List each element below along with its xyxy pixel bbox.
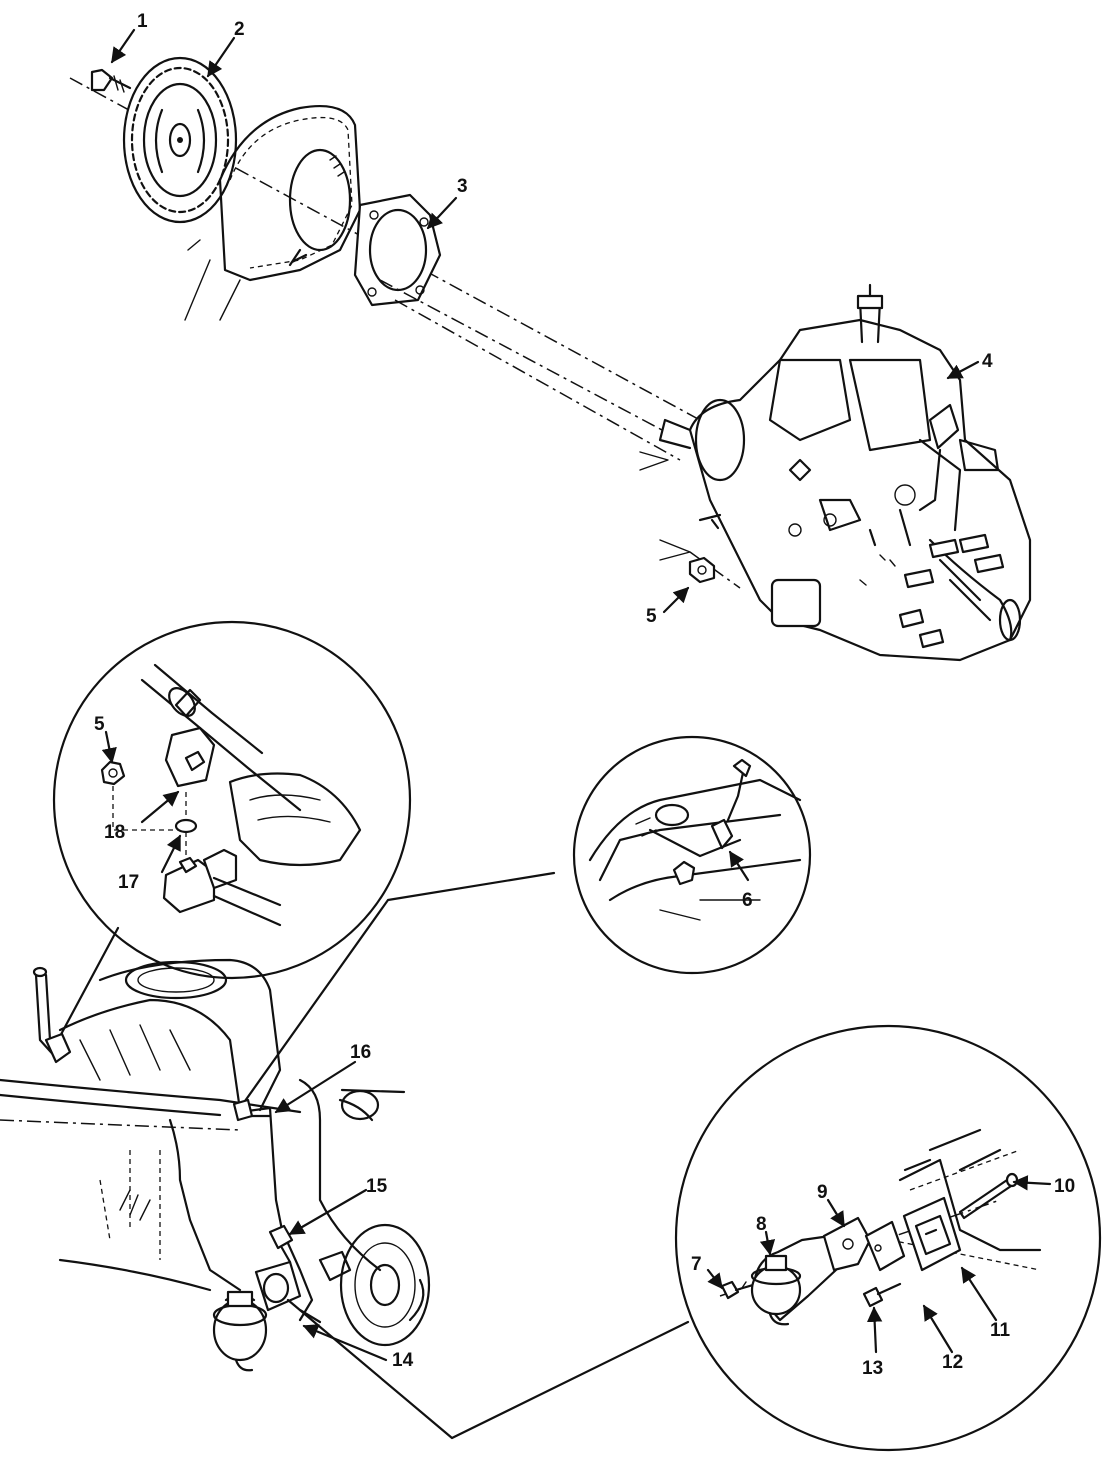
- detail-circle-clamp: 5 18 17: [52, 620, 412, 980]
- callout-6: 6: [728, 850, 753, 911]
- callout-4: 4: [946, 351, 993, 380]
- callout-14: 14: [302, 1324, 414, 1371]
- sprocket-part: [122, 56, 238, 224]
- callout-2: 2: [206, 19, 245, 78]
- callout-15: 15: [288, 1176, 388, 1236]
- callout-label-1: 1: [137, 11, 148, 32]
- callout-12: 12: [922, 1304, 963, 1373]
- callout-label-14: 14: [392, 1350, 414, 1371]
- detail-circle-linkage: 6: [572, 735, 812, 975]
- fuel-pump-engine: [212, 1260, 322, 1372]
- callout-18: 18: [104, 790, 180, 843]
- top-assembly: 1 2 3 4 5: [69, 11, 1032, 662]
- callout-5-top: 5: [646, 586, 690, 627]
- callout-label-16: 16: [350, 1042, 371, 1063]
- callout-9: 9: [817, 1182, 846, 1228]
- fuel-fittings: [898, 533, 1005, 649]
- callout-label-10: 10: [1054, 1176, 1075, 1197]
- callout-label-15: 15: [366, 1176, 388, 1197]
- callout-10: 10: [1012, 1175, 1075, 1197]
- callout-11: 11: [960, 1266, 1011, 1341]
- callout-7: 7: [691, 1254, 724, 1290]
- callout-label-13: 13: [862, 1358, 883, 1379]
- callout-3: 3: [426, 176, 468, 230]
- callout-label-2: 2: [234, 19, 245, 40]
- callout-label-4: 4: [982, 351, 993, 372]
- callout-8: 8: [756, 1214, 776, 1256]
- callout-label-7: 7: [691, 1254, 702, 1275]
- callout-label-18: 18: [104, 822, 125, 843]
- engine-view: 16 15 14: [0, 871, 690, 1440]
- injection-pump-part: [658, 283, 1032, 662]
- callout-16: 16: [274, 1042, 371, 1114]
- callout-label-8: 8: [756, 1214, 767, 1235]
- callout-label-3: 3: [457, 176, 468, 197]
- callout-label-6: 6: [742, 890, 753, 911]
- callout-label-12: 12: [942, 1352, 963, 1373]
- callout-17: 17: [118, 834, 182, 893]
- detail-circle-fuel-pump: 7 8 9 10 11 12 13: [674, 1024, 1102, 1452]
- callout-5-detail: 5: [94, 714, 117, 764]
- nut-part: [688, 556, 716, 584]
- callout-label-9: 9: [817, 1182, 828, 1203]
- callout-label-5-top: 5: [646, 606, 657, 627]
- callout-label-17: 17: [118, 872, 139, 893]
- callout-label-5-detail: 5: [94, 714, 105, 735]
- callout-13: 13: [862, 1306, 883, 1379]
- callout-label-11: 11: [990, 1320, 1011, 1341]
- callout-1: 1: [110, 11, 148, 64]
- bolt-part: [90, 68, 132, 93]
